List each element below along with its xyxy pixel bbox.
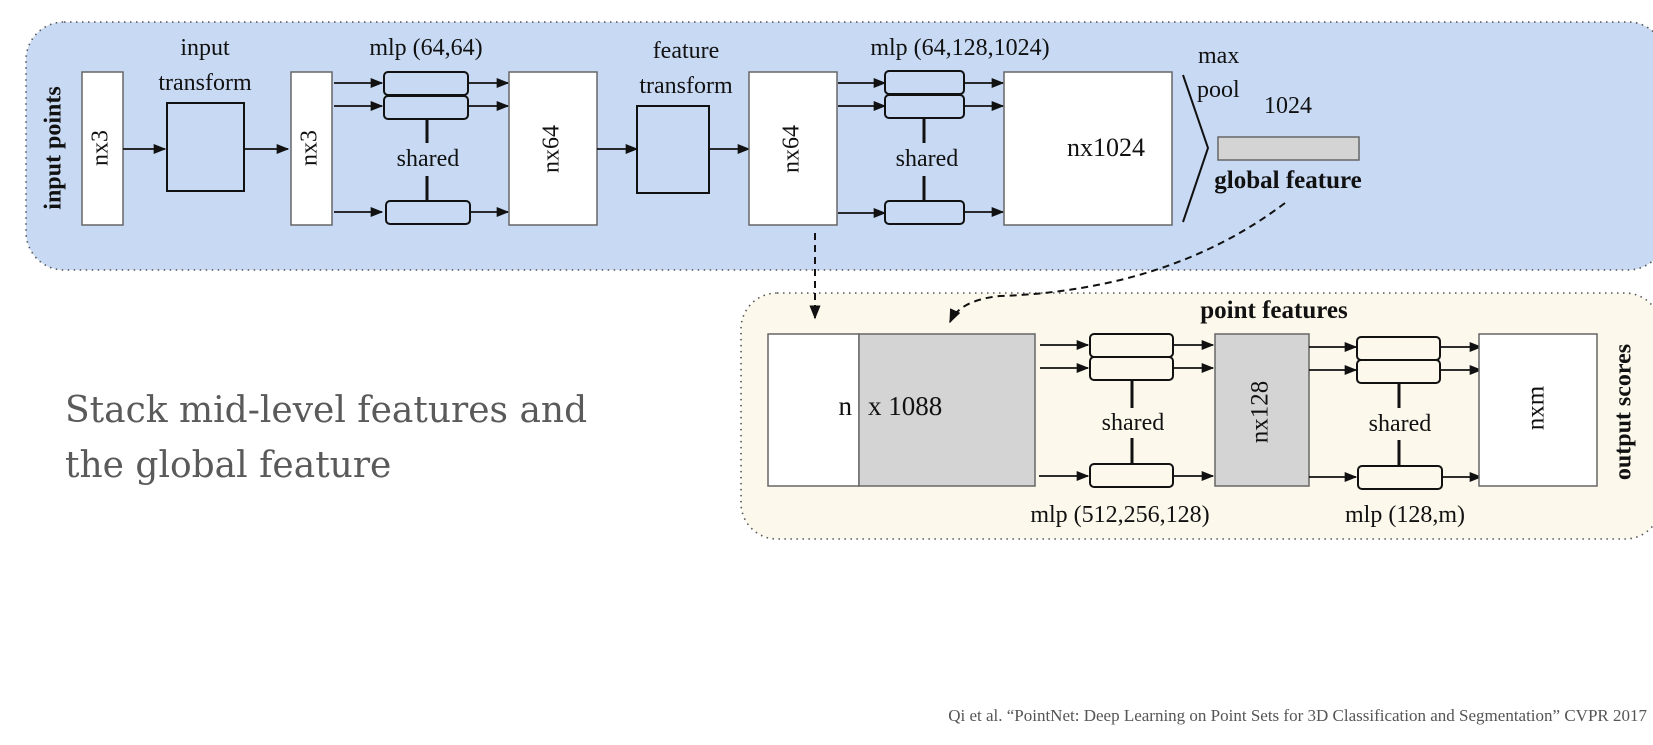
mlp3-unit — [1089, 356, 1174, 381]
mlp3-unit — [1089, 333, 1174, 358]
mlp1-unit — [383, 95, 469, 120]
mlp4-shared-label: shared — [1369, 411, 1432, 437]
point-features-box — [1214, 333, 1310, 487]
feature-transform-label: feature — [653, 38, 720, 64]
concat-right-label: x 1088 — [868, 391, 942, 421]
citation: Qi et al. “PointNet: Deep Learning on Po… — [948, 706, 1647, 725]
global-feature-connection-arrow — [949, 202, 1286, 324]
mlp4-label: mlp (128,m) — [1345, 502, 1465, 528]
transformed-features-label: nx64 — [779, 125, 805, 173]
mlp1-unit — [383, 71, 469, 96]
input-points-label: input points — [41, 86, 67, 209]
caption-line: the global feature — [65, 445, 392, 486]
maxpool-symbol — [1182, 74, 1210, 223]
mlp3-unit — [1089, 463, 1174, 488]
output-scores-box — [1478, 333, 1598, 487]
feature-transform-label: transform — [639, 73, 733, 99]
mlp2-unit — [884, 70, 965, 95]
concat-box-right — [858, 333, 1036, 487]
mlp2-shared-label: shared — [896, 146, 959, 172]
global-features-matrix — [1003, 71, 1173, 226]
input-box — [81, 71, 124, 226]
output-scores-label: output scores — [1611, 344, 1637, 480]
point-features-title: point features — [1200, 297, 1348, 324]
features-box-label: nx64 — [539, 125, 565, 173]
global-feature-vector — [1217, 136, 1360, 161]
concat-box-left — [767, 333, 860, 487]
input-box-label: nx3 — [88, 130, 114, 166]
mlp4-unit — [1357, 465, 1443, 490]
input-transform-label: input — [180, 35, 230, 61]
mlp2-label: mlp (64,128,1024) — [870, 35, 1049, 61]
global-features-matrix-label: nx1024 — [1067, 133, 1145, 162]
output-scores-box-label: nxm — [1523, 385, 1550, 430]
caption-line: Stack mid-level features and — [65, 390, 588, 431]
global-dim-label: 1024 — [1264, 93, 1312, 119]
input-transform-label: transform — [158, 70, 252, 96]
features-box — [508, 71, 598, 226]
mlp3-shared-label: shared — [1102, 410, 1165, 436]
mlp3-label: mlp (512,256,128) — [1030, 502, 1209, 528]
mlp1-unit — [385, 200, 471, 225]
input-transform-box — [166, 102, 245, 192]
global-feature-label: global feature — [1214, 167, 1361, 194]
mlp2-unit — [884, 200, 965, 225]
mlp2-unit — [884, 94, 965, 119]
maxpool-label: max — [1198, 43, 1239, 69]
mlp4-unit — [1356, 359, 1441, 384]
transformed-points-box — [290, 71, 333, 226]
transformed-points-label: nx3 — [297, 130, 323, 166]
point-features-box-label: nx128 — [1247, 381, 1274, 444]
maxpool-label: pool — [1197, 77, 1240, 103]
slide-caption: Stack mid-level features and the global … — [65, 383, 665, 493]
transformed-features-box — [748, 71, 838, 226]
top-panel — [25, 21, 1653, 271]
mlp1-label: mlp (64,64) — [369, 35, 482, 61]
mlp1-shared-label: shared — [397, 146, 460, 172]
concat-left-label: n — [839, 391, 853, 421]
mlp4-unit — [1356, 336, 1441, 361]
